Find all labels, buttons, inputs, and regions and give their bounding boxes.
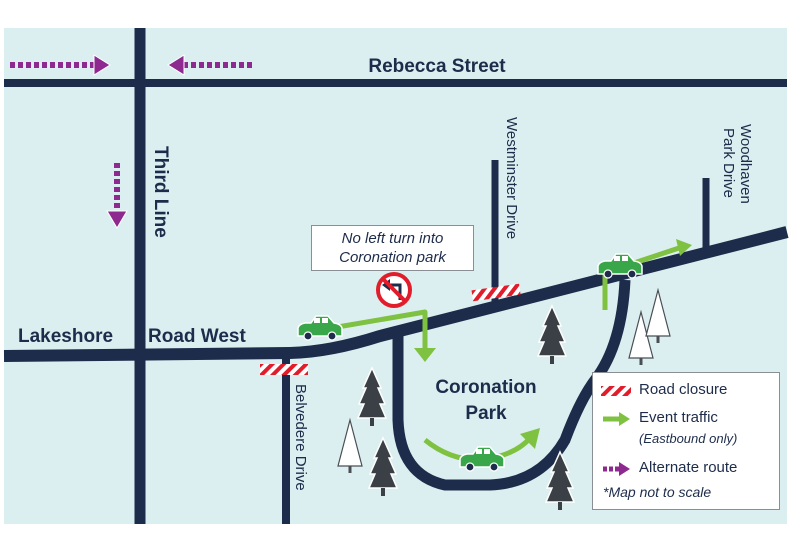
legend-event-traffic-note: (Eastbound only) xyxy=(639,431,738,446)
lakeshore-label: Lakeshore xyxy=(18,326,113,347)
rebecca-street-label: Rebecca Street xyxy=(368,56,506,77)
legend-road-closure-label: Road closure xyxy=(639,381,728,398)
notice-line1: No left turn into xyxy=(341,230,444,247)
map-legend: Road closure Event traffic (Eastbound on… xyxy=(592,372,780,510)
road-closure-icon xyxy=(260,364,308,375)
lakeshore-road xyxy=(3,226,789,362)
legend-alternate-route-label: Alternate route xyxy=(639,459,738,476)
legend-event-traffic-label: Event traffic xyxy=(639,409,718,426)
purple-dashed-arrow-icon xyxy=(167,54,252,76)
park-label-line2: Park xyxy=(465,403,507,424)
woodhaven-label-line1: Woodhaven xyxy=(737,124,754,204)
alternate-routes xyxy=(10,54,252,229)
legend-scale-note: *Map not to scale xyxy=(603,484,712,500)
purple-dashed-arrow-icon xyxy=(10,54,111,76)
purple-dashed-arrow-icon xyxy=(603,462,630,476)
no-left-turn-notice: No left turn into Coronation park xyxy=(311,225,474,271)
road-closure-icon xyxy=(471,283,521,302)
road-closure-markers xyxy=(260,283,521,375)
no-left-turn-icon xyxy=(376,272,412,308)
green-arrow-icon xyxy=(603,412,630,426)
green-arrow-icon xyxy=(319,309,428,352)
road-west-label: Road West xyxy=(148,326,247,347)
road-network xyxy=(3,28,789,524)
coronation-park-loop-road xyxy=(392,279,631,491)
legend-row-road-closure: Road closure xyxy=(593,379,779,403)
legend-row-alternate-route: Alternate route xyxy=(593,457,779,481)
purple-dashed-arrow-icon xyxy=(106,163,128,229)
legend-row-event-traffic: Event traffic xyxy=(593,407,779,431)
park-label-line1: Coronation xyxy=(435,377,536,398)
road-closure-icon xyxy=(601,386,631,396)
notice-line2: Coronation park xyxy=(339,249,446,266)
belvedere-drive-label: Belvedere Drive xyxy=(292,384,309,491)
westminster-drive-label: Westminster Drive xyxy=(503,117,520,239)
third-line-label: Third Line xyxy=(150,146,171,238)
woodhaven-label-line2: Park Drive xyxy=(720,128,737,198)
